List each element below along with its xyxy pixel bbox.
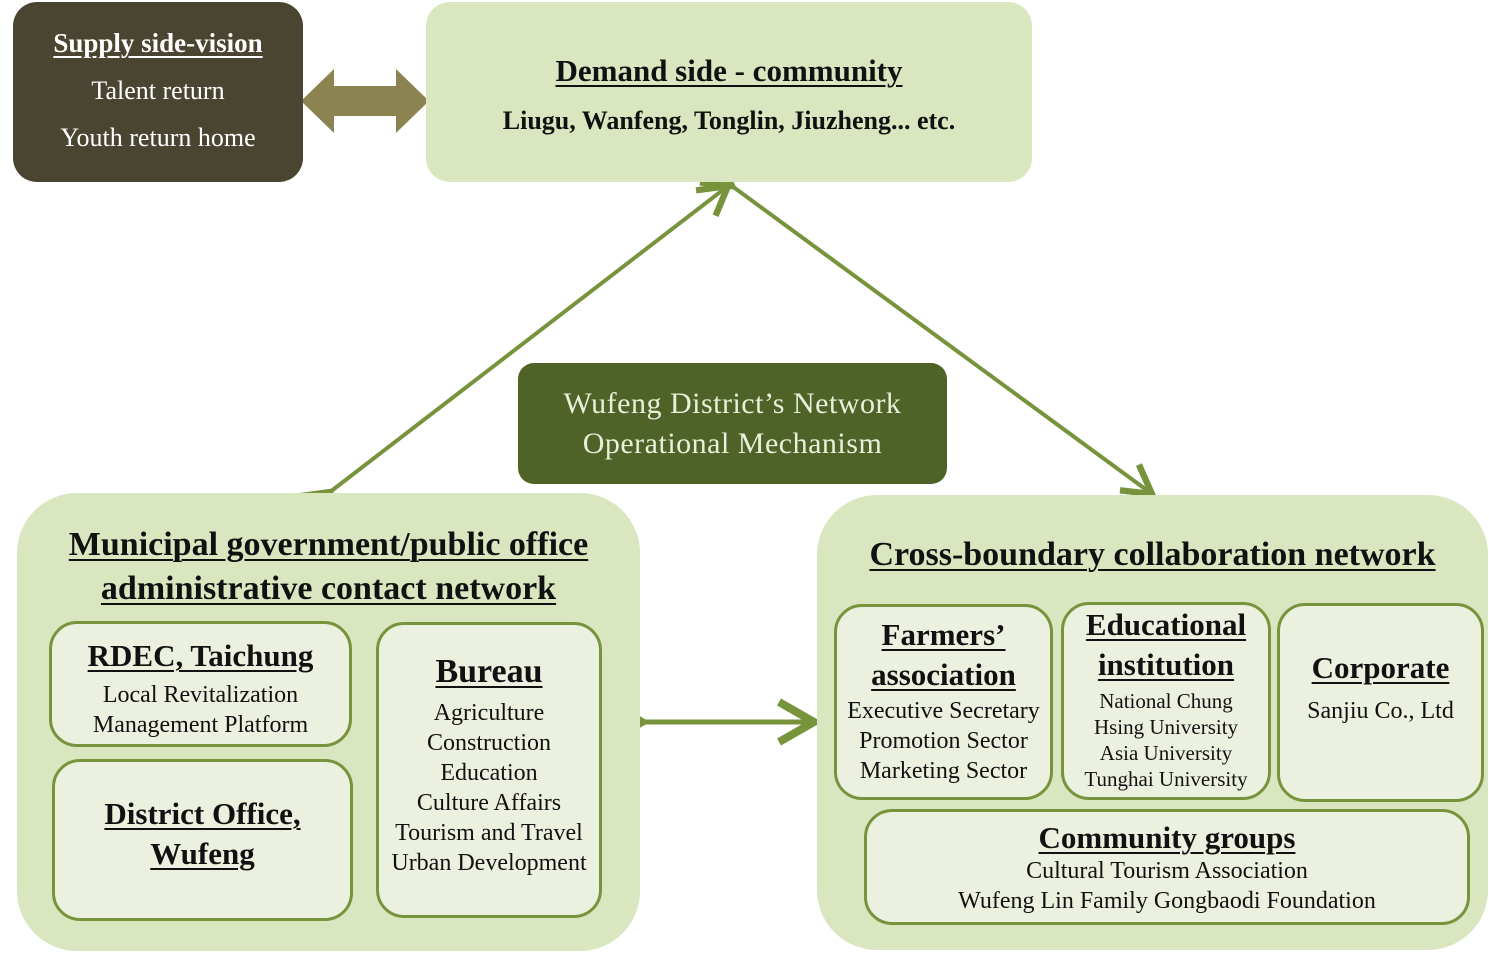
- groups-item: Cultural Tourism Association: [1026, 858, 1308, 884]
- farmers-title-line: association: [871, 657, 1016, 692]
- mechanism-line: Wufeng District’s Network: [563, 387, 902, 420]
- rdec-box: RDEC, Taichung Local Revitalization Mana…: [49, 621, 352, 747]
- bureau-title: Bureau: [435, 653, 543, 690]
- bureau-item: Culture Affairs: [416, 790, 562, 816]
- supply-side-box: Supply side-vision Talent return Youth r…: [13, 2, 303, 182]
- edu-item: National Chung: [1099, 689, 1233, 713]
- corporate-item: Sanjiu Co., Ltd: [1307, 698, 1454, 724]
- farmers-item: Executive Secretary: [847, 698, 1040, 724]
- corporate-box: Corporate Sanjiu Co., Ltd: [1277, 603, 1484, 802]
- farmers-association-box: Farmers’ association Executive Secretary…: [834, 604, 1053, 800]
- edu-item: Hsing University: [1093, 715, 1239, 739]
- edu-item: Tunghai University: [1084, 767, 1248, 791]
- bureau-item: Urban Development: [391, 850, 587, 876]
- cross-title: Cross-boundary collaboration network: [869, 536, 1436, 573]
- mechanism-line: Operational Mechanism: [582, 427, 883, 460]
- bureau-item: Construction: [427, 730, 551, 756]
- rdec-title: RDEC, Taichung: [87, 638, 314, 673]
- groups-title: Community groups: [1038, 820, 1296, 855]
- groups-item: Wufeng Lin Family Gongbaodi Foundation: [958, 888, 1376, 914]
- municipal-title-line: administrative contact network: [100, 570, 557, 607]
- community-groups-box: Community groups Cultural Tourism Associ…: [864, 809, 1470, 925]
- bureau-item: Education: [440, 760, 538, 786]
- demand-side-box: Demand side - community Liugu, Wanfeng, …: [426, 2, 1032, 182]
- supply-title: Supply side-vision: [53, 28, 263, 58]
- demand-subtitle: Liugu, Wanfeng, Tonglin, Jiuzheng... etc…: [502, 106, 956, 135]
- farmers-title-line: Farmers’: [881, 617, 1006, 652]
- district-office-box: District Office, Wufeng: [52, 759, 353, 921]
- edu-title-line: institution: [1097, 647, 1235, 682]
- educational-institution-box: Educational institution National Chung H…: [1061, 602, 1271, 800]
- municipal-title: Municipal government/public office admin…: [17, 523, 640, 611]
- rdec-line: Management Platform: [92, 712, 309, 738]
- farmers-item: Marketing Sector: [859, 758, 1028, 784]
- municipal-title-line: Municipal government/public office: [68, 526, 589, 563]
- demand-municipal-arrow: [297, 182, 734, 523]
- corporate-title: Corporate: [1311, 650, 1450, 685]
- bureau-box: Bureau Agriculture Construction Educatio…: [376, 622, 602, 918]
- demand-cross-arrow: [699, 155, 1158, 498]
- bureau-item: Agriculture: [433, 700, 545, 726]
- bureau-item: Tourism and Travel: [395, 820, 583, 846]
- supply-line: Talent return: [91, 76, 225, 105]
- edu-title-line: Educational: [1085, 607, 1247, 642]
- mechanism-box: Wufeng District’s Network Operational Me…: [518, 363, 947, 484]
- district-title-line: District Office,: [104, 796, 301, 831]
- rdec-line: Local Revitalization: [102, 682, 299, 708]
- supply-line: Youth return home: [60, 123, 256, 152]
- district-title-line: Wufeng: [150, 836, 255, 871]
- edu-item: Asia University: [1099, 741, 1233, 765]
- demand-title: Demand side - community: [555, 53, 903, 88]
- farmers-item: Promotion Sector: [859, 728, 1028, 754]
- supply-demand-arrow: [301, 69, 429, 133]
